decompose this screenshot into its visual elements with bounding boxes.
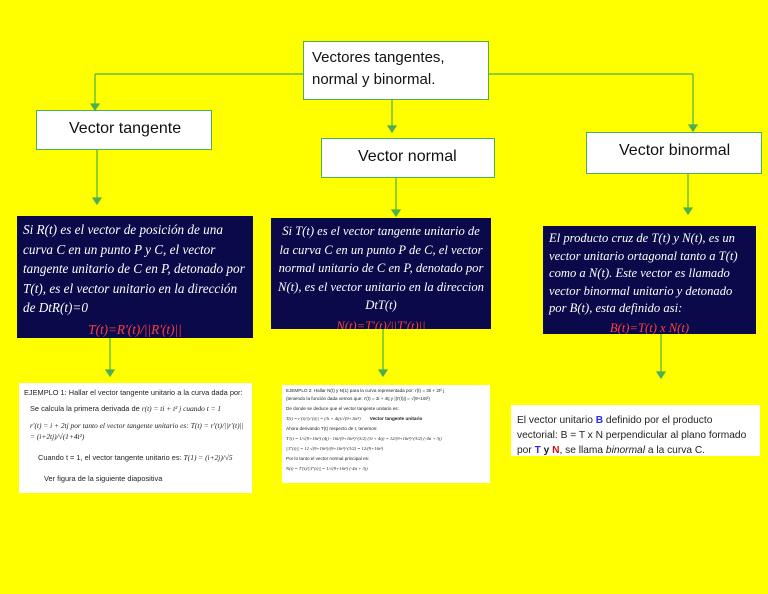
tangent-title-node: Vector tangente bbox=[36, 110, 212, 150]
normal-example-line1: EJEMPLO 2: Hallar N(t) y N(1) para la cu… bbox=[286, 388, 445, 393]
tangent-example-line4b: T(1) = (i+2j)/√5 bbox=[183, 453, 233, 462]
normal-definition-text: Si T(t) es el vector tangente unitario d… bbox=[278, 224, 484, 312]
tangent-example-line2b: r(t) = ti + t² j cuando t = 1 bbox=[141, 404, 222, 413]
root-title-line2: normal y binormal. bbox=[312, 71, 436, 88]
binormal-formula: B(t)=T(t) x N(t) bbox=[609, 320, 690, 335]
binormal-definition: El producto cruz de T(t) y N(t), es un v… bbox=[543, 226, 756, 334]
normal-example-line2: (teniendo la función dada vemos que: r'(… bbox=[286, 395, 430, 401]
tangent-title: Vector tangente bbox=[69, 120, 182, 137]
normal-example-line8: Por lo tanto el vector normal principal … bbox=[286, 456, 370, 462]
binormal-example-b: B bbox=[595, 415, 604, 426]
normal-formula: N(t)=T'(t)/||T'(t)|| bbox=[336, 318, 426, 330]
tangent-definition: Si R(t) es el vector de posición de una … bbox=[17, 216, 253, 338]
binormal-definition-text: El producto cruz de T(t) y N(t), es un v… bbox=[549, 231, 738, 315]
binormal-title: Vector binormal bbox=[619, 142, 731, 159]
root-title-line1: Vectores tangentes, bbox=[312, 49, 445, 66]
binormal-example-text-e: y bbox=[540, 445, 553, 456]
tangent-formula: T(t)=R'(t)/||R'(t)|| bbox=[88, 321, 182, 337]
normal-example: EJEMPLO 2: Hallar N(t) y N(1) para la cu… bbox=[282, 385, 490, 483]
arrow-head bbox=[91, 197, 103, 206]
normal-example-line9: N(t) = T'(t)/||T'(t)|| = 1/√(9+16t²) (-4… bbox=[286, 465, 368, 471]
normal-example-line4b: Vector tangente unitario bbox=[369, 415, 423, 421]
tangent-example-line3b: T(t) = r'(t)/||r'(t)|| = (i+2tj)/√(1+4t²… bbox=[30, 421, 244, 441]
arrow-head bbox=[377, 369, 389, 378]
binormal-example-text-i: a la curva C. bbox=[645, 445, 706, 456]
normal-example-line7: ||T'(t)|| = 12 √(9+16t²)/(9+16t²)^(3/2) … bbox=[286, 445, 384, 451]
tangent-example-line2a: Se calcula la primera derivada de bbox=[30, 404, 140, 413]
normal-example-line3: De donde se deduce que el vector tangent… bbox=[286, 406, 399, 412]
tangent-example-line5: Ver figura de la siguiente diapositiva bbox=[44, 474, 163, 483]
binormal-example-text-g: , se llama bbox=[559, 445, 606, 456]
normal-title: Vector normal bbox=[358, 148, 457, 165]
tangent-example-line4a: Cuando t = 1, el vector tangente unitari… bbox=[38, 453, 182, 462]
binormal-example-t: T bbox=[534, 445, 541, 456]
binormal-example-text-c: definido por el producto vectorial: B = … bbox=[517, 415, 747, 456]
arrow-head bbox=[390, 209, 402, 218]
binormal-example-n: N bbox=[552, 445, 560, 456]
tangent-example: EJEMPLO 1: Hallar el vector tangente uni… bbox=[19, 383, 252, 493]
normal-example-line5: Ahora derivando T(t) respecto de t, tene… bbox=[286, 426, 378, 432]
tangent-definition-text: Si R(t) es el vector de posición de una … bbox=[23, 222, 245, 315]
binormal-example-binormal-word: binormal bbox=[605, 445, 645, 456]
normal-example-line4: T(t) = r'(t)/||r'(t)|| = (3i + 4tj)/√(9+… bbox=[286, 415, 361, 421]
arrow-head bbox=[89, 103, 101, 112]
binormal-example-text-a: El vector unitario bbox=[517, 415, 596, 426]
arrow-head bbox=[687, 124, 699, 133]
binormal-example: El vector unitario B definido por el pro… bbox=[511, 405, 760, 456]
tangent-example-line1: EJEMPLO 1: Hallar el vector tangente uni… bbox=[24, 388, 243, 397]
root-node: Vectores tangentes, normal y binormal. bbox=[303, 41, 489, 100]
arrow-head bbox=[655, 371, 667, 380]
arrow-head bbox=[682, 207, 694, 216]
normal-example-line6: T'(t) = 1/√(9+16t²) (4j) - 16t/(9+16t²)^… bbox=[286, 435, 442, 441]
normal-title-node: Vector normal bbox=[321, 138, 495, 178]
normal-definition: Si T(t) es el vector tangente unitario d… bbox=[271, 218, 491, 329]
arrow-head bbox=[104, 369, 116, 378]
binormal-title-node: Vector binormal bbox=[586, 132, 762, 174]
tangent-example-line3a: r'(t) = i + 2tj por tanto el vector tang… bbox=[30, 421, 189, 430]
arrow-head bbox=[386, 125, 398, 134]
